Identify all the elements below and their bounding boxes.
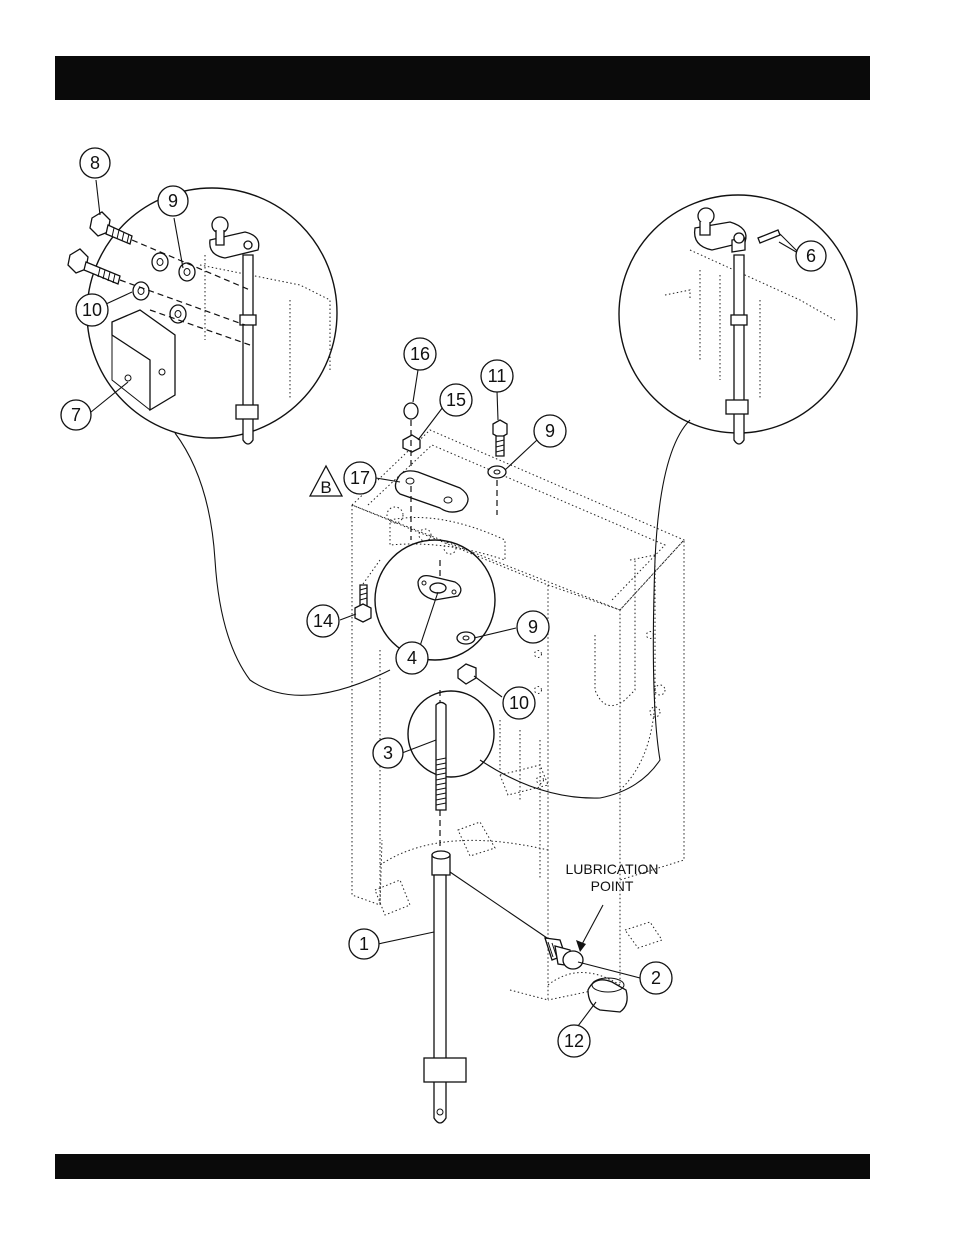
svg-text:7: 7: [71, 405, 81, 425]
callout-9-mid: 9: [517, 611, 549, 643]
callout-8: 8: [80, 148, 110, 178]
svg-text:11: 11: [488, 366, 507, 386]
callout-6: 6: [796, 241, 826, 271]
right-detail-view: [480, 195, 857, 798]
svg-text:15: 15: [446, 390, 466, 410]
svg-text:POINT: POINT: [591, 878, 634, 894]
svg-text:17: 17: [350, 468, 370, 488]
svg-text:3: 3: [383, 743, 393, 763]
svg-text:14: 14: [313, 611, 333, 631]
svg-text:10: 10: [509, 693, 529, 713]
svg-text:16: 16: [410, 344, 430, 364]
callout-10-left: 10: [76, 294, 108, 326]
svg-text:12: 12: [564, 1031, 584, 1051]
svg-text:B: B: [320, 478, 331, 497]
callout-2: 2: [640, 962, 672, 994]
svg-text:10: 10: [82, 300, 102, 320]
svg-text:2: 2: [651, 968, 661, 988]
svg-text:LUBRICATION: LUBRICATION: [565, 861, 658, 877]
callout-3: 3: [373, 738, 403, 768]
svg-text:9: 9: [528, 617, 538, 637]
callout-15: 15: [440, 384, 472, 416]
svg-text:9: 9: [168, 191, 178, 211]
callout-1: 1: [349, 929, 379, 959]
callout-14: 14: [307, 605, 339, 637]
callout-9-top: 9: [534, 415, 566, 447]
svg-text:4: 4: [407, 648, 417, 668]
svg-text:8: 8: [90, 153, 100, 173]
callout-10-mid: 10: [503, 687, 535, 719]
svg-text:9: 9: [545, 421, 555, 441]
callout-7: 7: [61, 400, 91, 430]
callout-16: 16: [404, 338, 436, 370]
callout-11: 11: [481, 360, 513, 392]
lubrication-point-label: LUBRICATION POINT: [565, 861, 658, 894]
callout-17: 17: [344, 462, 376, 494]
note-triangle-b: B: [310, 466, 342, 497]
svg-text:6: 6: [806, 246, 816, 266]
callout-4: 4: [396, 642, 428, 674]
svg-text:1: 1: [359, 934, 369, 954]
callout-9-left: 9: [158, 186, 188, 216]
callout-12: 12: [558, 1025, 590, 1057]
